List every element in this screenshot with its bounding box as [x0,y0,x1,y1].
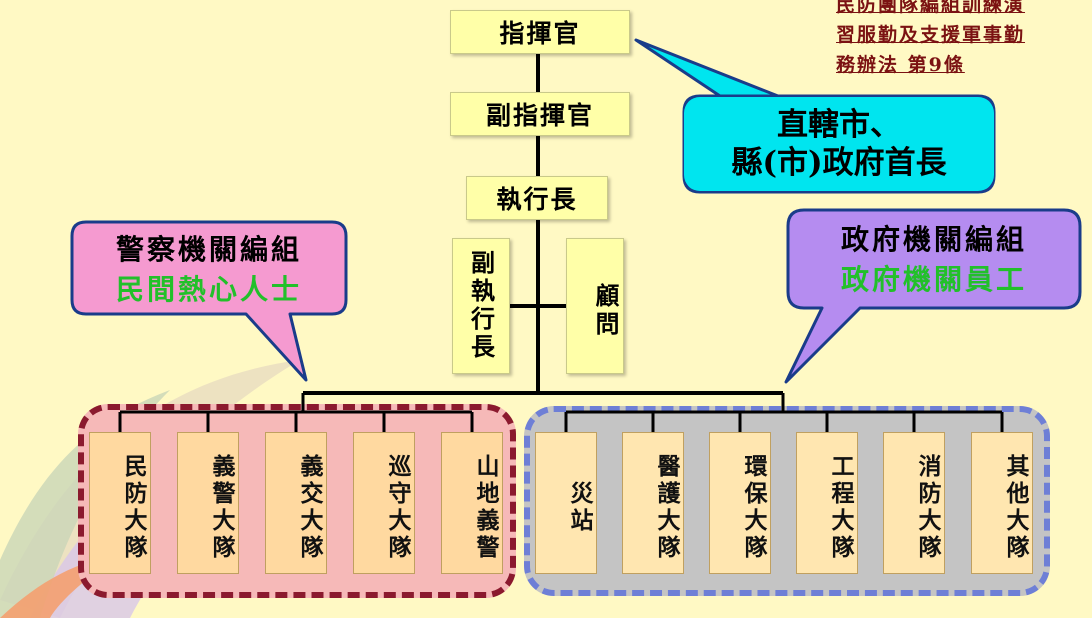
police-unit-2: 義警大隊 [177,432,239,574]
police-callout-line2: 民間熱心人士 [115,273,302,306]
law-reference-line1: 民防團隊編組訓練演 [836,0,1026,16]
gov-unit-3: 環保大隊 [709,432,771,574]
government-callout-line2: 政府機關員工 [840,263,1027,296]
police-unit-1: 民防大隊 [89,432,151,574]
police-callout-line1: 警察機關編組 [115,233,302,266]
gov-unit-4: 工程大隊 [796,432,858,574]
gov-unit-2: 醫護大隊 [622,432,684,574]
commander-callout-line2: 縣(市)政府首長 [731,145,947,181]
law-reference-line3: 務辦法 第9條 [836,54,965,76]
executive-officer-box: 執行長 [466,176,608,220]
police-unit-3: 義交大隊 [265,432,327,574]
advisor-box: 顧問 [566,238,624,374]
government-callout-line1: 政府機關編組 [840,223,1027,256]
gov-unit-6: 其他大隊 [971,432,1033,574]
police-unit-4: 巡守大隊 [353,432,415,574]
commander-box: 指揮官 [450,10,630,54]
law-reference-line2: 習服勤及支援軍事勤 [836,24,1026,46]
police-callout-text: 警察機關編組 民間熱心人士 [72,230,346,310]
police-unit-5: 山地義警 [441,432,503,574]
deputy-commander-box: 副指揮官 [450,92,630,136]
government-group-frame [524,406,1050,596]
deputy-executive-box: 副執行長 [452,238,510,374]
commander-callout-text: 直轄市、 縣(市)政府首長 [684,106,994,182]
commander-callout-line1: 直轄市、 [777,107,901,143]
gov-unit-1: 災站 [535,432,597,574]
law-reference: 民防團隊編組訓練演 習服勤及支援軍事勤 務辦法 第9條 [836,0,1076,80]
government-callout-text: 政府機關編組 政府機關員工 [788,220,1080,300]
gov-unit-5: 消防大隊 [883,432,945,574]
